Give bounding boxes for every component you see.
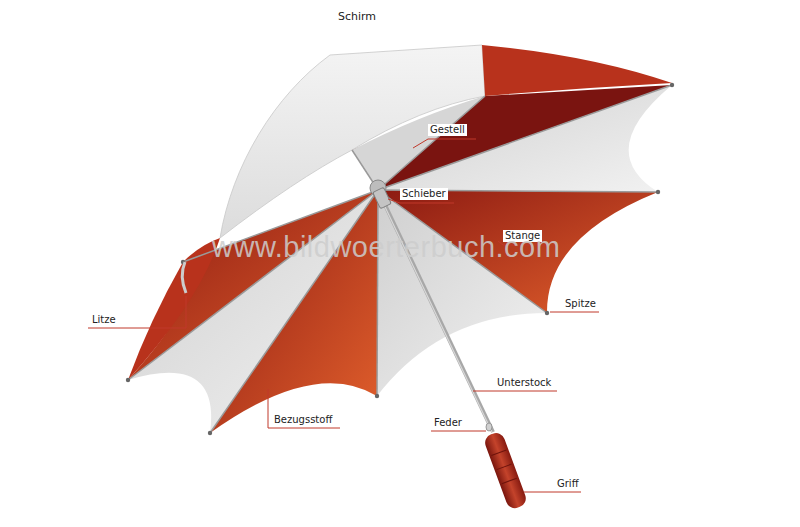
canopy-outside: [482, 45, 672, 96]
rib-tips: [126, 83, 674, 435]
runner: [373, 187, 392, 208]
shaft: [378, 190, 493, 432]
canopy-outside: [128, 238, 220, 380]
part-label: Litze: [90, 314, 118, 326]
canopy-panel: [128, 190, 378, 433]
part-label: Spitze: [563, 298, 598, 310]
part-label: Bezugsstoff: [272, 414, 334, 426]
ribs: [128, 85, 672, 433]
watermark: www.bildwoerterbuch.com: [212, 231, 560, 263]
part-label: Feder: [432, 417, 464, 429]
part-label: Gestell: [428, 124, 467, 136]
diagram-title: Schirm: [338, 10, 376, 23]
strap: [182, 262, 186, 293]
part-label: Schieber: [400, 188, 448, 200]
shaft-highlight: [377, 190, 492, 432]
handle: [483, 431, 529, 511]
part-label: Unterstock: [495, 377, 553, 389]
leader-lines: [88, 139, 599, 492]
spring: [486, 423, 492, 431]
part-label: Griff: [555, 478, 581, 490]
